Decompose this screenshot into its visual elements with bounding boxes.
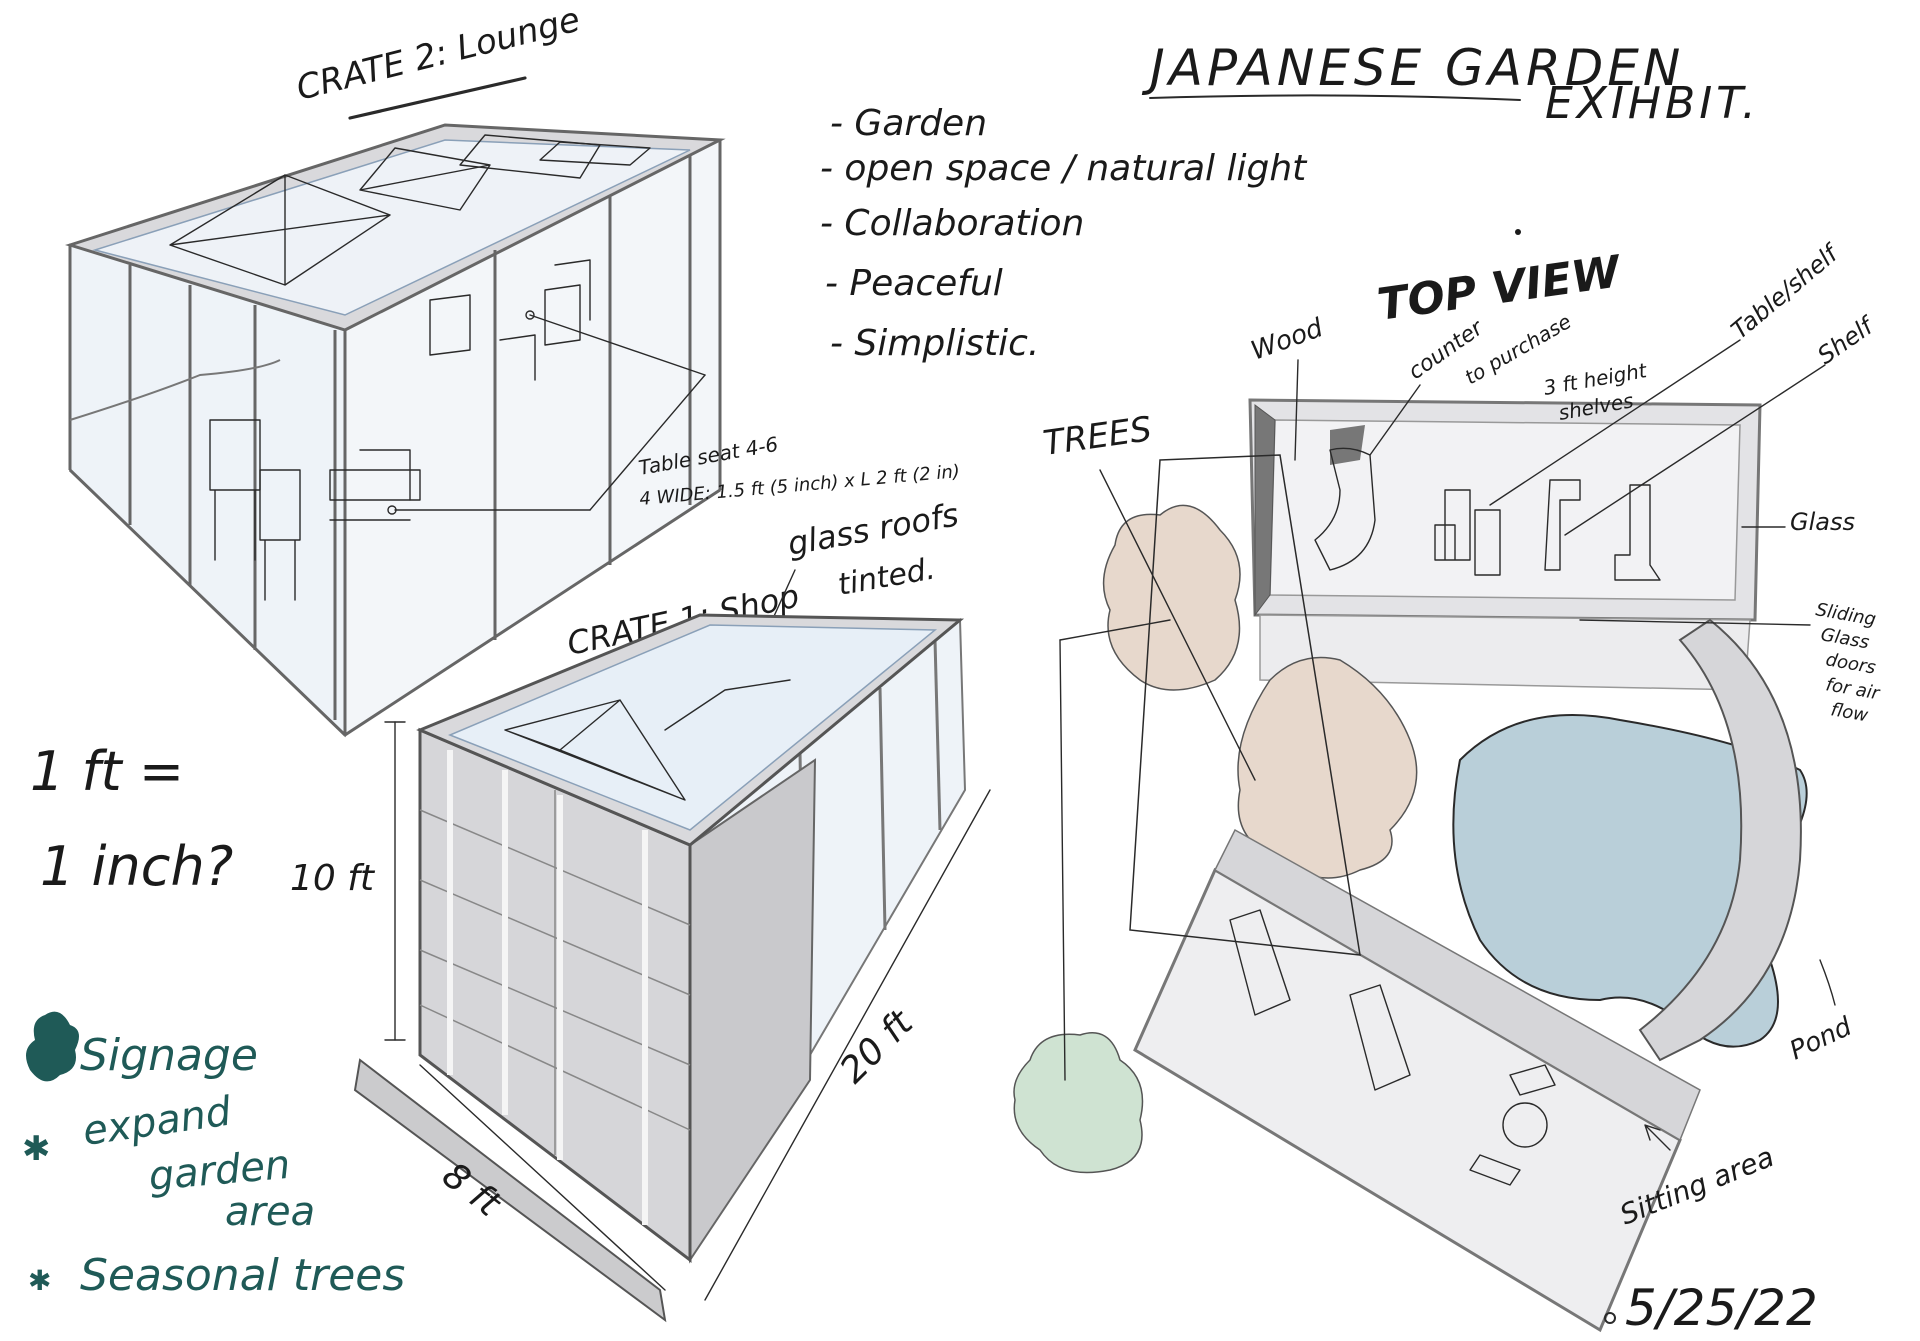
leader-pond — [1819, 959, 1836, 1006]
glass-roof-line-1: glass roofs — [785, 495, 962, 562]
crate1-base-slab — [353, 1058, 667, 1323]
goal-item: - Collaboration — [820, 203, 1084, 244]
crate1-glass-roof — [448, 624, 938, 831]
label-shelf: Shelf — [1812, 310, 1880, 370]
title-line-2: EXIHBIT. — [1545, 78, 1760, 129]
crate2-label: CRATE 2: Lounge — [293, 0, 585, 109]
title-line-1: JAPANESE GARDEN — [1141, 39, 1684, 97]
title-block: JAPANESE GARDEN EXIHBIT. — [1141, 39, 1760, 129]
crate1-shop-sketch: CRATE 1: Shop glass roofs tinted. — [290, 495, 991, 1323]
leader-sitting-area — [1644, 1124, 1671, 1151]
scale-line-2: 1 inch? — [40, 835, 233, 898]
title-underline — [1149, 94, 1521, 101]
top-view-plan: TOP VIEW — [1013, 229, 1808, 1333]
label-trees: TREES — [1041, 409, 1154, 464]
notes-block: Signage ✱ expand garden area ✱ Seasonal … — [22, 1011, 405, 1301]
topview-wood-block — [1330, 425, 1365, 465]
leader-wood — [1294, 359, 1299, 461]
note-expand: expand — [80, 1089, 234, 1155]
crate2-curtain-line — [69, 359, 281, 421]
crate1-dimension-lines — [384, 721, 991, 1301]
top-view-dot — [1515, 229, 1521, 235]
date-mark — [1604, 1312, 1616, 1324]
leader-trees — [1099, 469, 1256, 781]
label-wood: Wood — [1247, 313, 1327, 367]
crate2-furniture — [209, 259, 591, 601]
scale-note: 1 ft = 1 inch? — [30, 740, 233, 898]
leader-tree-small-vertical — [1059, 639, 1066, 1081]
scale-line-1: 1 ft = — [30, 740, 184, 803]
crate2-frame-posts — [68, 140, 722, 737]
topview-curved-walkway — [1638, 618, 1802, 1062]
leader-shelf — [1564, 364, 1826, 536]
goal-item: - Peaceful — [825, 263, 1003, 304]
topview-wood-wall — [1254, 404, 1276, 617]
dim-length-label: 20 ft — [832, 1002, 922, 1092]
note-signage: Signage — [80, 1030, 258, 1081]
crate1-roof-pyramid — [504, 679, 791, 801]
bullet-star-icon: ✱ — [22, 1129, 51, 1169]
topview-sitting-furniture — [1229, 909, 1556, 1186]
topview-tree-outline — [1129, 454, 1361, 956]
topview-sitting-deck — [1214, 828, 1701, 1142]
label-glass: Glass — [1790, 508, 1855, 536]
goal-item: - Garden — [830, 103, 987, 144]
goals-list: - Garden - open space / natural light - … — [820, 103, 1308, 364]
label-sliding-line-5: flow — [1829, 699, 1870, 726]
crate2-label-underline — [348, 76, 527, 120]
leader-tree-small-horizontal — [1059, 619, 1171, 641]
date-block: 5/25/22 — [1604, 1279, 1818, 1337]
tree-icon — [1237, 656, 1418, 879]
table-leader-lines — [387, 310, 706, 515]
crate1-wall — [689, 758, 817, 1264]
date-text: 5/25/22 — [1625, 1279, 1818, 1337]
label-pond: Pond — [1785, 1012, 1857, 1067]
glass-roof-line-2: tinted. — [835, 551, 938, 602]
crate2-roof-pyramids — [169, 134, 651, 286]
crate1-door-bars — [447, 750, 648, 1225]
goal-item: - open space / natural light — [820, 148, 1308, 189]
note-area: area — [225, 1189, 315, 1235]
tree-icon — [26, 1011, 79, 1082]
topview-shop-fixtures — [1314, 447, 1661, 581]
leader-table-shelf — [1489, 339, 1741, 506]
top-view-label: TOP VIEW — [1374, 246, 1625, 331]
dim-height-label: 10 ft — [290, 858, 376, 899]
note-seasonal-trees: Seasonal trees — [80, 1250, 405, 1301]
bullet-star-icon: ✱ — [28, 1264, 51, 1297]
tree-icon — [1013, 1032, 1144, 1174]
tree-icon — [1102, 504, 1241, 691]
leader-sliding — [1579, 619, 1811, 626]
goal-item: - Simplistic. — [830, 323, 1039, 364]
label-table-shelf: Table/shelf — [1726, 238, 1846, 345]
leader-counter — [1369, 384, 1421, 456]
